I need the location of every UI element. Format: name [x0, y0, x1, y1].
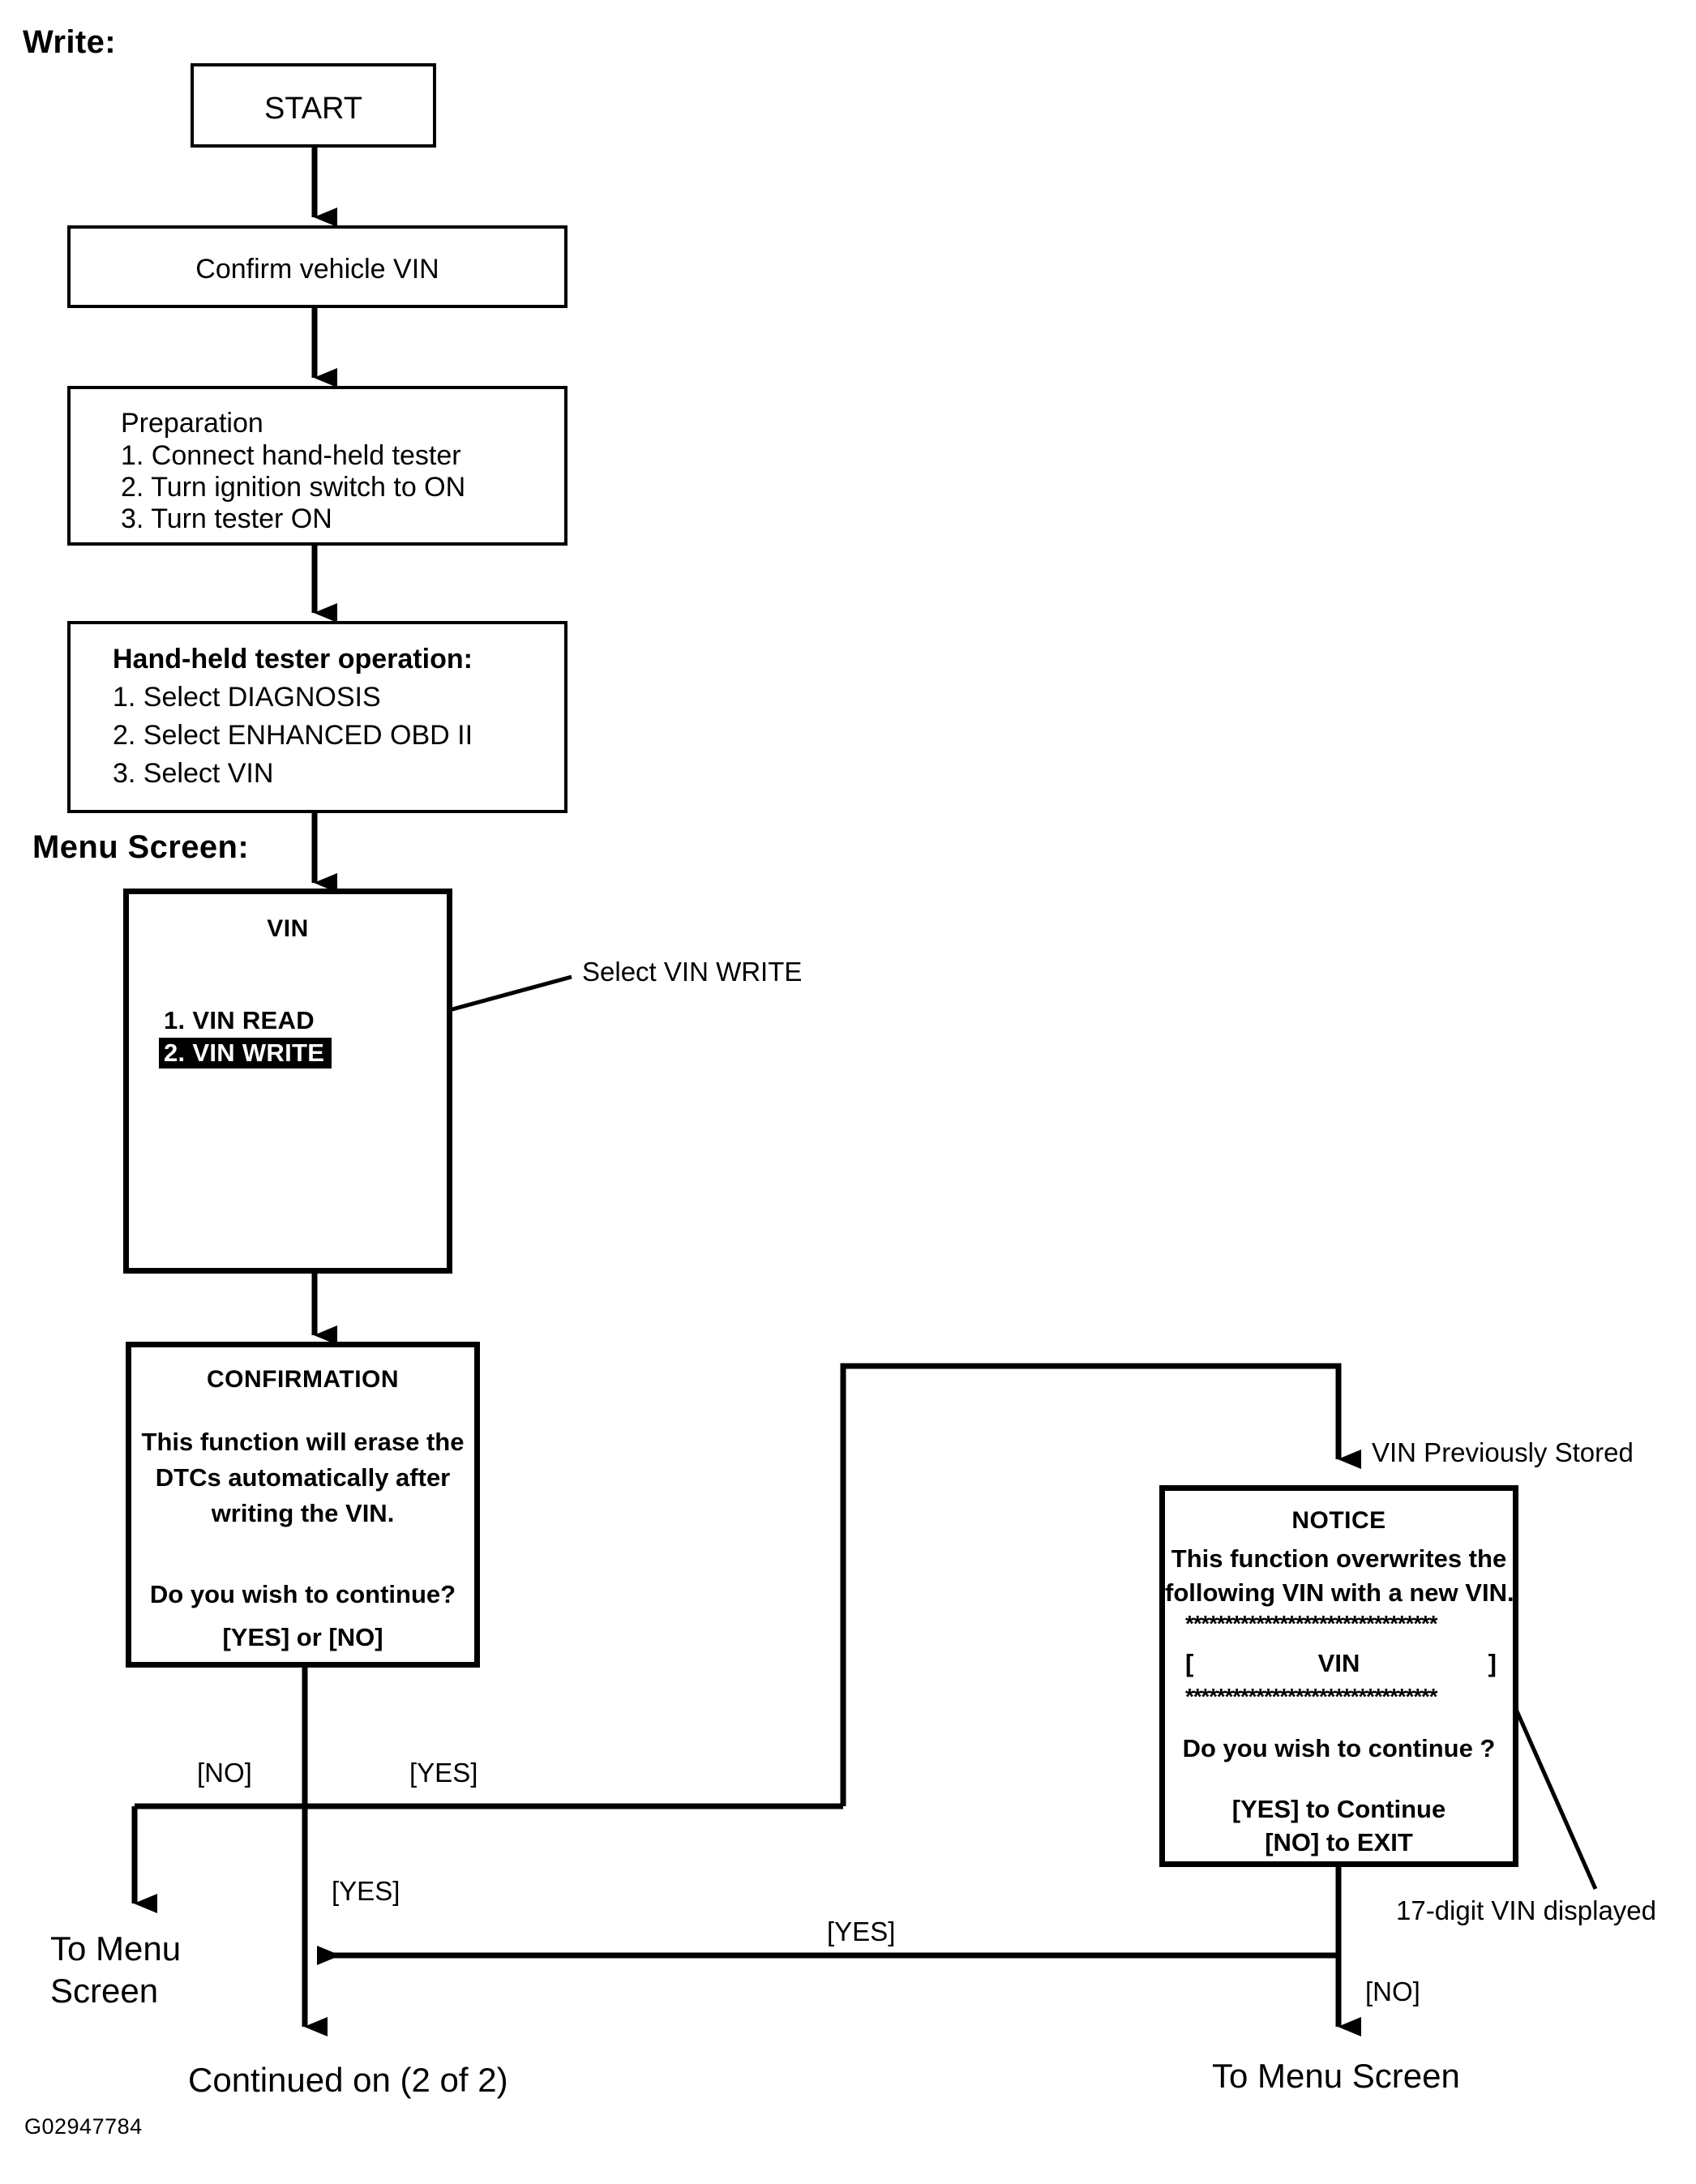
- node-vin-menu-screen: VIN 1. VIN READ 2. VIN WRITE: [123, 889, 452, 1274]
- confirmation-title: CONFIRMATION: [206, 1366, 400, 1393]
- node-tester-operation-step-1: 1. Select DIAGNOSIS: [113, 682, 381, 713]
- figure-id-label: G02947784: [24, 2114, 143, 2139]
- edge-label-notice-yes: [YES]: [827, 1916, 896, 1946]
- notice-vin-field-open: [: [1185, 1649, 1194, 1677]
- node-confirmation-screen: CONFIRMATION This function will erase th…: [126, 1342, 480, 1668]
- node-tester-operation-title: Hand-held tester operation:: [113, 644, 473, 674]
- node-start-label: START: [263, 92, 363, 126]
- node-tester-operation-step-3: 3. Select VIN: [113, 758, 274, 789]
- node-preparation: Preparation 1. Connect hand-held tester …: [67, 386, 567, 546]
- notice-vin-field-label: VIN: [1317, 1649, 1360, 1677]
- node-preparation-step-2: 2. Turn ignition switch to ON: [121, 472, 466, 503]
- section-heading-menu-screen: Menu Screen:: [32, 829, 250, 865]
- node-confirm-vehicle-vin: Confirm vehicle VIN: [67, 225, 567, 308]
- notice-question: Do you wish to continue ?: [1182, 1734, 1496, 1762]
- node-preparation-step-1: 1. Connect hand-held tester: [121, 440, 461, 471]
- edge-label-notice-no: [NO]: [1365, 1976, 1420, 2006]
- notice-line-1: This function overwrites the: [1171, 1544, 1507, 1573]
- vin-menu-title: VIN: [267, 915, 309, 942]
- node-preparation-title: Preparation: [121, 408, 263, 439]
- edge-label-confirmation-no: [NO]: [197, 1758, 252, 1788]
- node-confirm-vehicle-vin-label: Confirm vehicle VIN: [195, 254, 439, 285]
- notice-divider-top: ********************************: [1185, 1611, 1437, 1636]
- confirmation-options[interactable]: [YES] or [NO]: [222, 1623, 383, 1651]
- confirmation-question: Do you wish to continue?: [149, 1580, 456, 1608]
- annotation-vin-previously-stored: VIN Previously Stored: [1372, 1437, 1634, 1467]
- notice-option-no[interactable]: [NO] to EXIT: [1265, 1828, 1413, 1856]
- node-start: START: [191, 63, 436, 148]
- notice-line-2: following VIN with a new VIN.: [1165, 1578, 1514, 1607]
- notice-vin-field-close: ]: [1488, 1649, 1497, 1677]
- terminator-to-menu-screen-left-line2: Screen: [50, 1972, 159, 2010]
- confirmation-line-3: writing the VIN.: [211, 1499, 395, 1527]
- node-tester-operation: Hand-held tester operation: 1. Select DI…: [67, 621, 567, 813]
- node-notice-screen: NOTICE This function overwrites the foll…: [1159, 1485, 1518, 1867]
- terminator-to-menu-screen-left-line1: To Menu: [50, 1929, 182, 1968]
- notice-option-yes[interactable]: [YES] to Continue: [1231, 1795, 1446, 1823]
- notice-divider-bottom: ********************************: [1185, 1684, 1437, 1709]
- terminator-continued-on: Continued on (2 of 2): [188, 2061, 508, 2099]
- menu-item-vin-read[interactable]: 1. VIN READ: [164, 1006, 315, 1034]
- menu-item-vin-write[interactable]: 2. VIN WRITE: [159, 1038, 332, 1068]
- node-tester-operation-step-2: 2. Select ENHANCED OBD II: [113, 720, 473, 751]
- confirmation-line-1: This function will erase the: [141, 1428, 465, 1456]
- notice-title: NOTICE: [1291, 1507, 1386, 1534]
- annotation-17-digit-vin: 17-digit VIN displayed: [1396, 1895, 1657, 1925]
- terminator-to-menu-screen-right: To Menu Screen: [1212, 2057, 1460, 2095]
- edge-label-confirmation-yes: [YES]: [409, 1758, 478, 1788]
- confirmation-line-2: DTCs automatically after: [155, 1463, 451, 1492]
- edge-label-confirmation-yes-down: [YES]: [332, 1876, 400, 1906]
- section-heading-write: Write:: [23, 24, 116, 60]
- node-preparation-step-3: 3. Turn tester ON: [121, 503, 332, 534]
- annotation-select-vin-write: Select VIN WRITE: [582, 957, 803, 987]
